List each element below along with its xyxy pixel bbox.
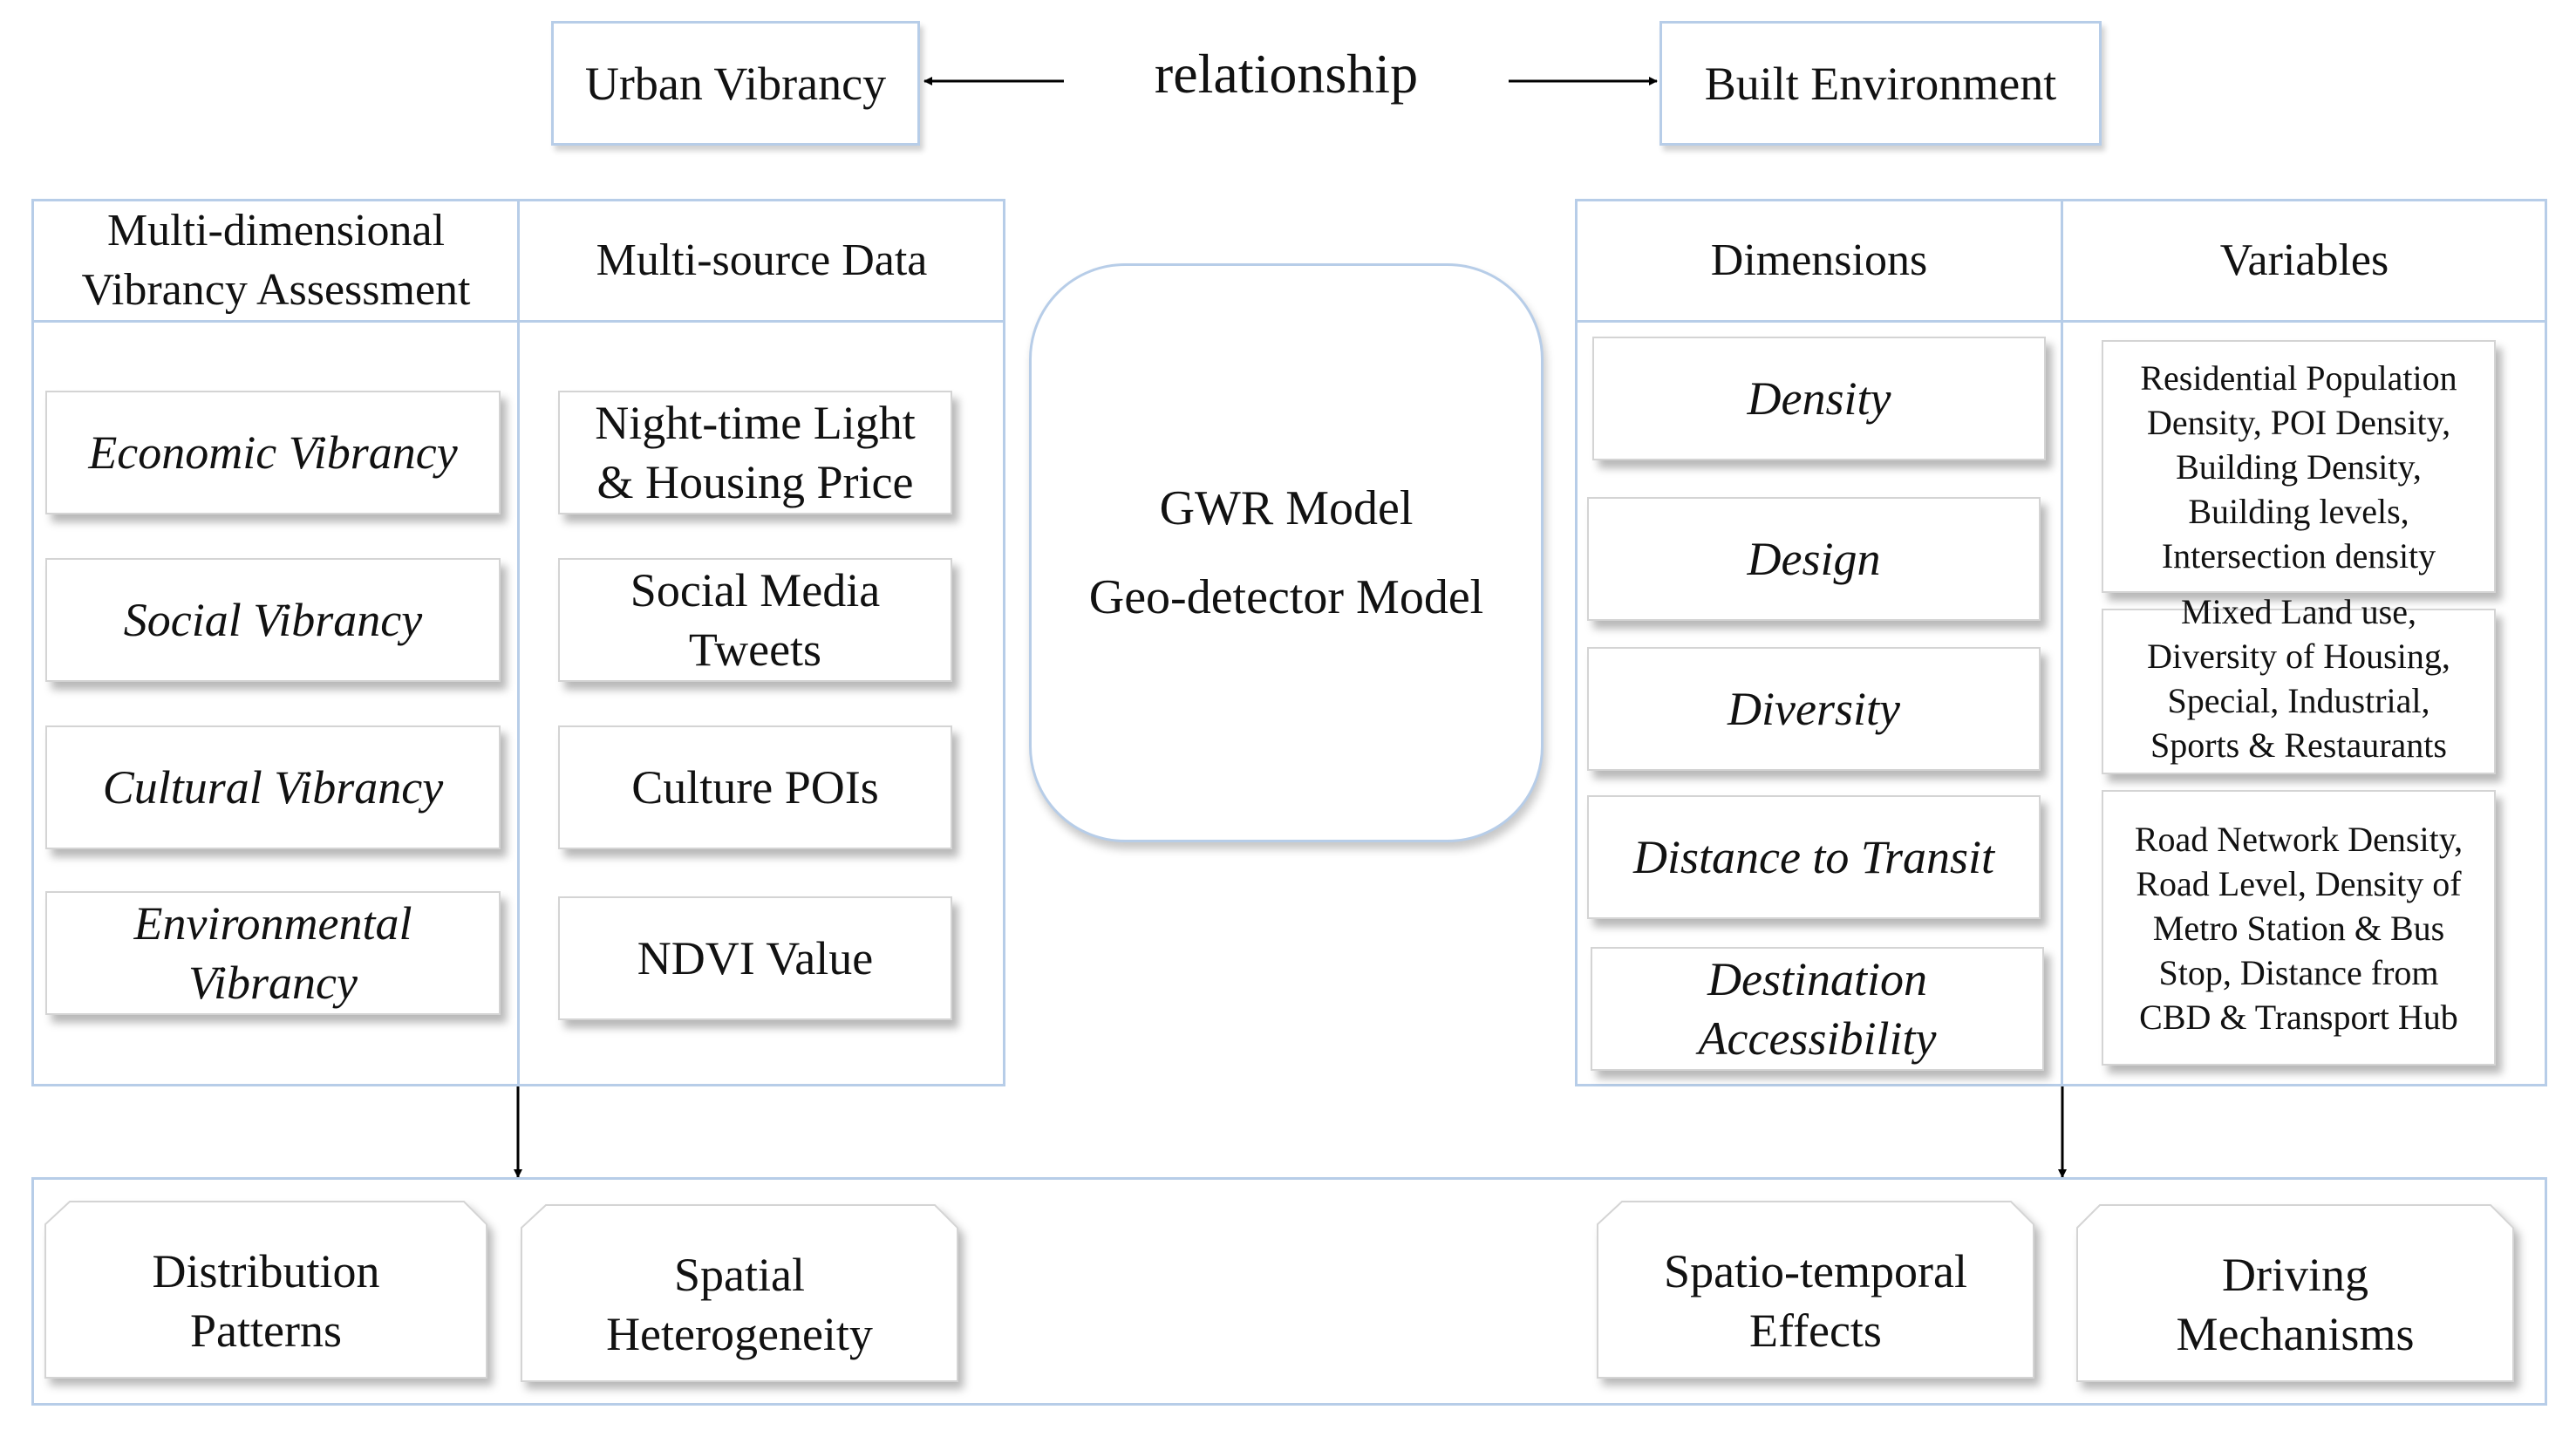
night-light-housing-card: Night-time Light & Housing Price (558, 391, 952, 514)
cultural-vibrancy-card: Cultural Vibrancy (45, 725, 501, 849)
design-card: Design (1587, 497, 2041, 621)
environmental-vibrancy-card: Environmental Vibrancy (45, 891, 501, 1015)
gwr-model-label: GWR Model (1159, 481, 1414, 535)
urban-vibrancy-box: Urban Vibrancy (551, 21, 920, 146)
driving-mechanisms-label: Driving Mechanisms (2176, 1249, 2415, 1360)
spatial-heterogeneity-label: Spatial Heterogeneity (606, 1249, 873, 1360)
diversity-card: Diversity (1587, 647, 2041, 771)
ndvi-card: NDVI Value (558, 896, 952, 1020)
built-environment-panel-header-rule (1575, 320, 2547, 323)
built-environment-panel-divider (2061, 199, 2063, 1086)
built-environment-label: Built Environment (1704, 57, 2057, 110)
economic-vibrancy-card: Economic Vibrancy (45, 391, 501, 514)
variables-header: Variables (2219, 235, 2389, 285)
relationship-label: relationship (1154, 43, 1419, 105)
spatial-heterogeneity-shape (521, 1204, 958, 1382)
distribution-patterns-label: Distribution Patterns (152, 1245, 380, 1357)
density-variables-card: Residential Population Density, POI Dens… (2102, 340, 2496, 593)
dimensions-header: Dimensions (1710, 235, 1928, 285)
social-vibrancy-card: Social Vibrancy (45, 558, 501, 682)
density-card: Density (1592, 337, 2046, 460)
distance-variables-card: Road Network Density, Road Level, Densit… (2102, 790, 2496, 1066)
vibrancy-panel-divider (517, 199, 520, 1086)
geo-detector-label: Geo-detector Model (1088, 570, 1484, 624)
driving-mechanisms-shape (2076, 1204, 2514, 1382)
spatio-temporal-effects-shape (1597, 1201, 2034, 1379)
distribution-patterns-shape (44, 1201, 487, 1379)
destination-accessibility-card: Destination Accessibility (1591, 947, 2044, 1071)
data-header: Multi-source Data (596, 235, 928, 285)
culture-pois-card: Culture POIs (558, 725, 952, 849)
distance-to-transit-card: Distance to Transit (1587, 795, 2041, 919)
model-box: GWR Model Geo-detector Model (1029, 263, 1544, 842)
built-environment-box: Built Environment (1659, 21, 2102, 146)
urban-vibrancy-label: Urban Vibrancy (584, 57, 887, 110)
diversity-variables-card: Mixed Land use, Diversity of Housing, Sp… (2102, 592, 2496, 774)
spatio-temporal-effects-label: Spatio-temporal Effects (1664, 1245, 1967, 1357)
social-media-card: Social Media Tweets (558, 558, 952, 682)
assessment-header: Multi-dimensional Vibrancy Assessment (81, 205, 471, 315)
vibrancy-panel-header-rule (31, 320, 1005, 323)
